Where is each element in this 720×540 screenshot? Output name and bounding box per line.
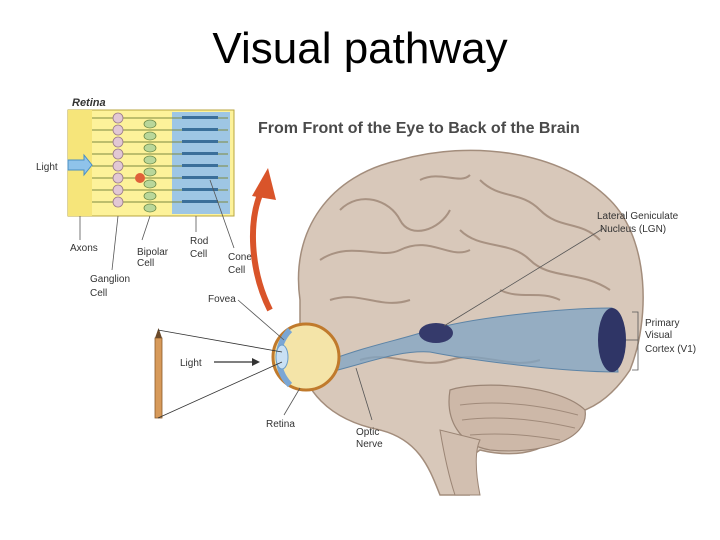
brainstem	[439, 429, 481, 496]
v1-label-2: Visual	[645, 330, 672, 341]
ganglion-cells	[112, 112, 124, 208]
cone-cell-label-2: Cell	[228, 265, 245, 276]
retina-inset-title: Retina	[72, 97, 106, 109]
retina-leader-lines	[79, 179, 235, 271]
retina-light-label: Light	[36, 162, 58, 173]
brain-gyri	[319, 174, 611, 364]
retina-label: Retina	[266, 419, 295, 430]
fovea-label: Fovea	[208, 294, 236, 305]
bipolar-cells	[143, 119, 157, 213]
v1-label-3: Cortex (V1)	[645, 344, 696, 355]
light-label: Light	[180, 358, 202, 369]
brain-leader-lines	[237, 227, 638, 421]
ganglion-cell-label-1: Ganglion	[90, 274, 130, 285]
v1-region	[598, 308, 626, 372]
optic-radiation	[329, 307, 619, 373]
retina-inset: Retina	[36, 97, 252, 299]
v1-bracket	[632, 311, 639, 371]
v1-label-1: Primary	[645, 318, 679, 329]
lgn-label-2: Nucleus (LGN)	[600, 224, 666, 235]
figure-heading: From Front of the Eye to Back of the Bra…	[258, 120, 580, 137]
eye	[271, 322, 341, 392]
lgn-label-1: Lateral Geniculate	[597, 211, 679, 222]
bipolar-cell-label-2: Cell	[137, 258, 154, 269]
rod-cell-label-1: Rod	[190, 236, 208, 247]
bipolar-cell-label-1: Bipolar	[137, 247, 169, 258]
light-rays	[157, 329, 283, 419]
axons-label: Axons	[70, 243, 98, 254]
pencil-object	[154, 337, 163, 419]
highlighted-cell	[135, 173, 145, 183]
zoom-arrow	[249, 188, 273, 312]
photoreceptor-layer	[172, 112, 230, 214]
light-arrow-icon	[67, 153, 93, 177]
rod-cell-label-2: Cell	[190, 249, 207, 260]
optic-nerve-label-1: Optic	[356, 427, 379, 438]
slide-title: Visual pathway	[212, 24, 508, 73]
lgn-region	[419, 323, 453, 343]
ganglion-cell-label-2: Cell	[90, 288, 107, 299]
optic-nerve-label-2: Nerve	[356, 439, 383, 450]
rod-cone-cells	[182, 116, 218, 203]
cone-cell-label-1: Cone	[228, 252, 252, 263]
zoom-arrow-head-icon	[252, 168, 276, 200]
